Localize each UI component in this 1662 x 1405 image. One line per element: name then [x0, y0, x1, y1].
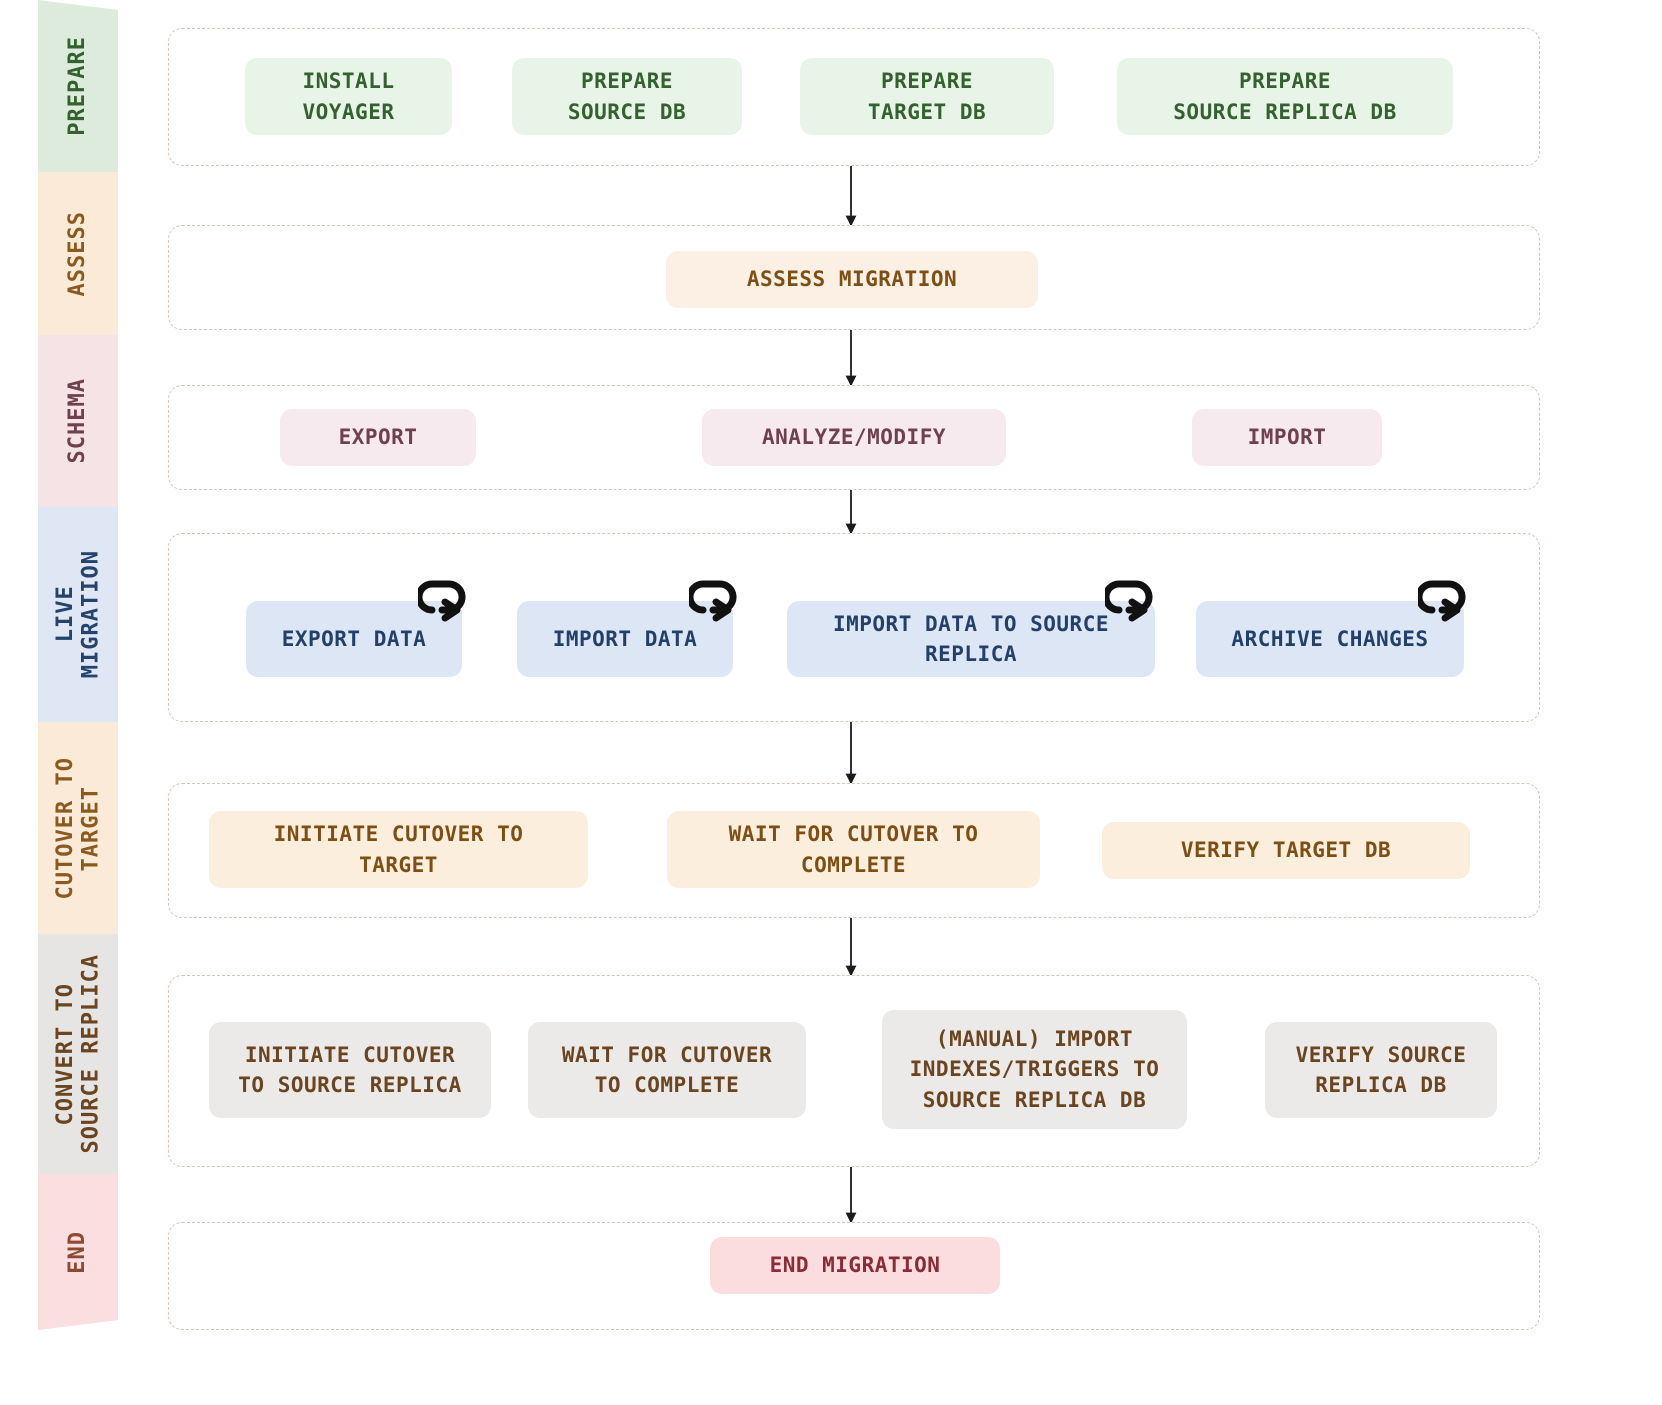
loop-arrow-icon: [415, 578, 478, 628]
node-wait-for-cutover-to-complete-replica[interactable]: WAIT FOR CUTOVER TO COMPLETE: [528, 1022, 806, 1118]
phase-band-convert-to-source-replica: CONVERT TO SOURCE REPLICA: [38, 934, 118, 1174]
node-analyze-modify-schema[interactable]: ANALYZE/MODIFY: [702, 409, 1006, 466]
node-export-data[interactable]: EXPORT DATA: [246, 601, 462, 677]
phase-band-assess: ASSESS: [38, 172, 118, 335]
phase-band-live-migration: LIVE MIGRATION: [38, 507, 118, 722]
node-export-schema[interactable]: EXPORT: [280, 409, 476, 466]
node-end-migration[interactable]: END MIGRATION: [710, 1237, 1000, 1294]
loop-arrow-icon: [1415, 578, 1478, 628]
node-import-schema[interactable]: IMPORT: [1192, 409, 1382, 466]
phase-rail: PREPARE ASSESS SCHEMA LIVE MIGRATION CUT…: [38, 0, 118, 1330]
node-verify-target-db[interactable]: VERIFY TARGET DB: [1102, 822, 1470, 879]
phase-band-prepare: PREPARE: [38, 0, 118, 172]
phase-label-assess: ASSESS: [65, 210, 91, 297]
phase-band-end: END: [38, 1174, 118, 1330]
phase-label-cutover-to-target: CUTOVER TO TARGET: [52, 756, 103, 900]
phase-label-prepare: PREPARE: [65, 36, 91, 136]
phase-band-cutover-to-target: CUTOVER TO TARGET: [38, 722, 118, 934]
phase-label-end: END: [65, 1230, 91, 1274]
node-install-voyager[interactable]: INSTALL VOYAGER: [245, 58, 452, 135]
loop-arrow-icon: [1102, 578, 1165, 628]
phase-label-convert-to-source-replica: CONVERT TO SOURCE REPLICA: [52, 954, 103, 1154]
node-verify-source-replica-db[interactable]: VERIFY SOURCE REPLICA DB: [1265, 1022, 1497, 1118]
node-prepare-source-replica-db[interactable]: PREPARE SOURCE REPLICA DB: [1117, 58, 1453, 135]
phase-label-live-migration: LIVE MIGRATION: [52, 550, 103, 679]
phase-label-schema: SCHEMA: [65, 378, 91, 464]
node-initiate-cutover-to-target[interactable]: INITIATE CUTOVER TO TARGET: [209, 811, 588, 888]
node-manual-import-indexes-triggers[interactable]: (MANUAL) IMPORT INDEXES/TRIGGERS TO SOUR…: [882, 1010, 1187, 1129]
node-prepare-source-db[interactable]: PREPARE SOURCE DB: [512, 58, 742, 135]
node-archive-changes[interactable]: ARCHIVE CHANGES: [1196, 601, 1464, 677]
phase-band-schema: SCHEMA: [38, 335, 118, 507]
node-assess-migration[interactable]: ASSESS MIGRATION: [666, 251, 1038, 308]
node-prepare-target-db[interactable]: PREPARE TARGET DB: [800, 58, 1054, 135]
loop-arrow-icon: [686, 578, 749, 628]
node-initiate-cutover-to-source-replica[interactable]: INITIATE CUTOVER TO SOURCE REPLICA: [209, 1022, 491, 1118]
node-import-data-to-source-replica[interactable]: IMPORT DATA TO SOURCE REPLICA: [787, 601, 1155, 677]
node-wait-for-cutover-to-complete-target[interactable]: WAIT FOR CUTOVER TO COMPLETE: [667, 811, 1040, 888]
node-import-data[interactable]: IMPORT DATA: [517, 601, 733, 677]
